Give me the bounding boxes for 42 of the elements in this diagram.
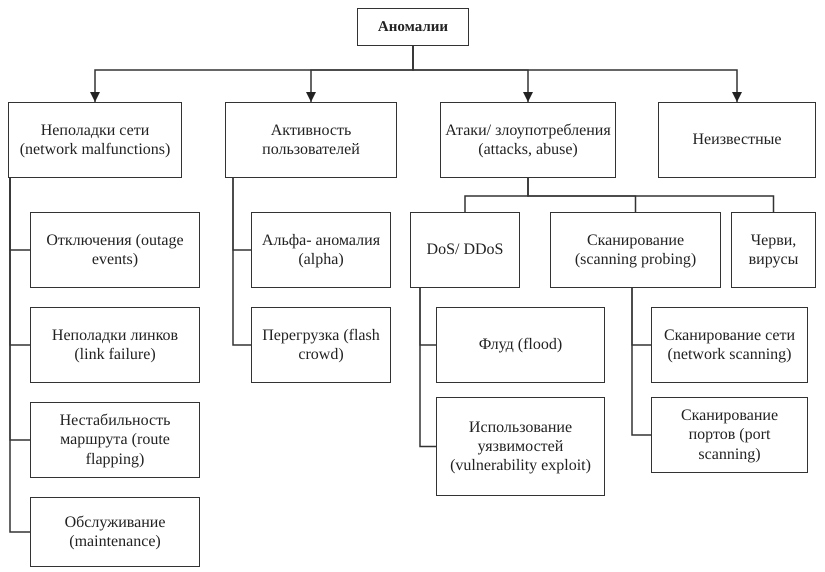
category-box <box>651 397 808 473</box>
box-label: Нестабильность маршрута (route flapping) <box>58 411 172 469</box>
category-box <box>436 397 605 496</box>
category-box <box>30 497 200 567</box>
category-box <box>225 102 397 178</box>
category-box <box>410 212 520 288</box>
box-label: Обслуживание (maintenance) <box>64 512 166 552</box>
connector-line <box>9 178 30 533</box>
category-box <box>550 212 721 288</box>
box-label: Неполадки линков (link failure) <box>50 326 180 364</box>
box-label: Неизвестные <box>692 130 782 150</box>
category-box <box>8 102 182 178</box>
box-label: Сканирование сети (network scanning) <box>662 326 796 364</box>
category-box <box>658 102 816 178</box>
category-box <box>251 307 391 383</box>
box-label: Флуд (flood) <box>478 335 562 355</box>
connector-line <box>232 178 251 346</box>
category-box <box>30 402 200 478</box>
category-box <box>30 307 200 383</box>
box-label: Сканирование (scanning probing) <box>574 230 698 270</box>
arrow <box>412 46 742 102</box>
connector-line <box>527 178 774 212</box>
category-box <box>731 212 816 288</box>
box-label: Альфа- аномалия (alpha) <box>260 230 382 270</box>
box-label: Черви, вирусы <box>748 230 800 270</box>
category-box <box>651 307 808 383</box>
box-label: Неполадки сети (network malfunctions) <box>18 120 172 160</box>
box-label: DoS/ DDoS <box>426 240 504 260</box>
box-label: Перегрузка (flash crowd) <box>261 326 381 364</box>
category-box <box>440 102 616 178</box>
root-box <box>357 8 469 46</box>
category-box <box>251 212 391 288</box>
box-label: Активность пользователей <box>261 120 361 160</box>
category-box <box>30 212 200 288</box>
connector-line <box>419 288 436 448</box>
box-label: Использование уязвимостей (vulnerability exploit) <box>449 418 592 476</box>
connector-line <box>631 288 651 436</box>
box-label: Отключения (outage events) <box>45 230 185 270</box>
box-label: Аномалии <box>378 18 448 36</box>
category-box <box>436 307 605 383</box>
box-label: Атаки/ злоупотребления (attacks, abuse) <box>445 120 611 160</box>
box-label: Сканирование портов (port scanning) <box>680 406 780 464</box>
